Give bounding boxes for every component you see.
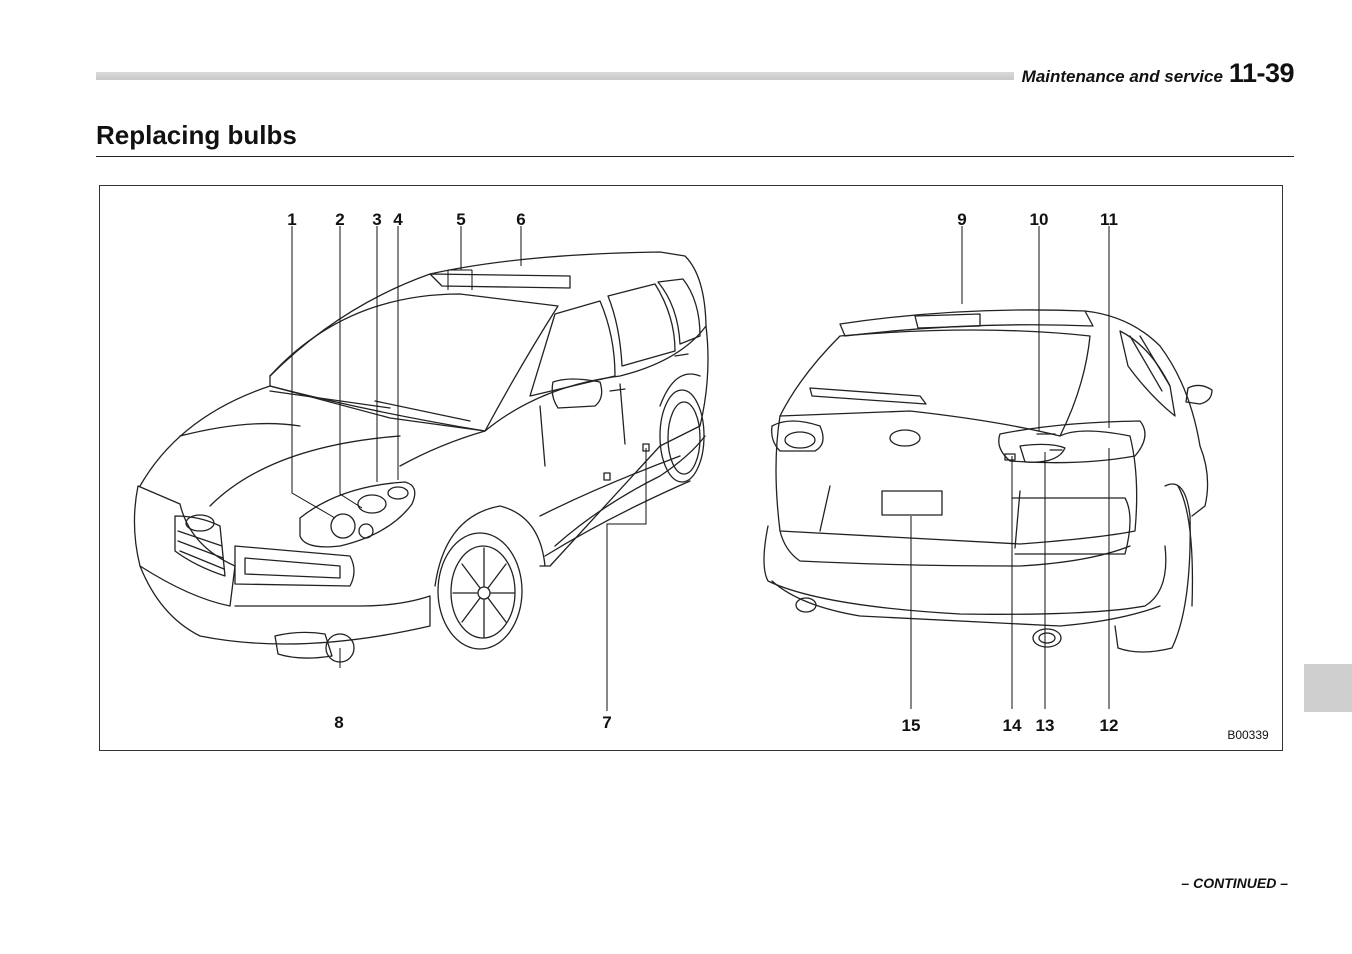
page-title: Replacing bulbs bbox=[96, 120, 297, 150]
callout-leader-lines bbox=[291, 226, 1110, 711]
callout-labels: 1 2 3 4 5 6 7 8 9 10 11 12 13 14 15 bbox=[287, 210, 1118, 735]
callout-6: 6 bbox=[516, 210, 525, 229]
rear-vehicle-drawing bbox=[763, 309, 1213, 653]
callout-2: 2 bbox=[335, 210, 344, 229]
callout-9: 9 bbox=[957, 210, 966, 229]
figure-code: B00339 bbox=[1227, 728, 1269, 742]
callout-14: 14 bbox=[1003, 716, 1022, 735]
callout-8: 8 bbox=[334, 713, 343, 732]
callout-1: 1 bbox=[287, 210, 296, 229]
callout-10: 10 bbox=[1030, 210, 1049, 229]
callout-13: 13 bbox=[1036, 716, 1055, 735]
callout-11: 11 bbox=[1100, 210, 1118, 229]
callout-7: 7 bbox=[602, 713, 611, 732]
callout-4: 4 bbox=[393, 210, 403, 229]
callout-3: 3 bbox=[372, 210, 381, 229]
page-number: 11-39 bbox=[1228, 58, 1295, 88]
section-name: Maintenance and service bbox=[1021, 67, 1223, 86]
running-header: Maintenance and service 11-39 bbox=[1013, 58, 1295, 89]
callout-12: 12 bbox=[1100, 716, 1119, 735]
chapter-thumb-tab bbox=[1304, 664, 1352, 712]
vehicle-illustration: 1 2 3 4 5 6 7 8 9 10 11 12 13 14 15 B003… bbox=[133, 210, 1269, 742]
continued-note: – CONTINUED – bbox=[1181, 875, 1288, 891]
header-rule bbox=[96, 72, 1294, 80]
title-rule bbox=[96, 156, 1294, 157]
bulb-location-figure: 1 2 3 4 5 6 7 8 9 10 11 12 13 14 15 B003… bbox=[99, 185, 1283, 751]
callout-5: 5 bbox=[456, 210, 465, 229]
callout-15: 15 bbox=[902, 716, 921, 735]
front-vehicle-drawing bbox=[133, 251, 709, 663]
